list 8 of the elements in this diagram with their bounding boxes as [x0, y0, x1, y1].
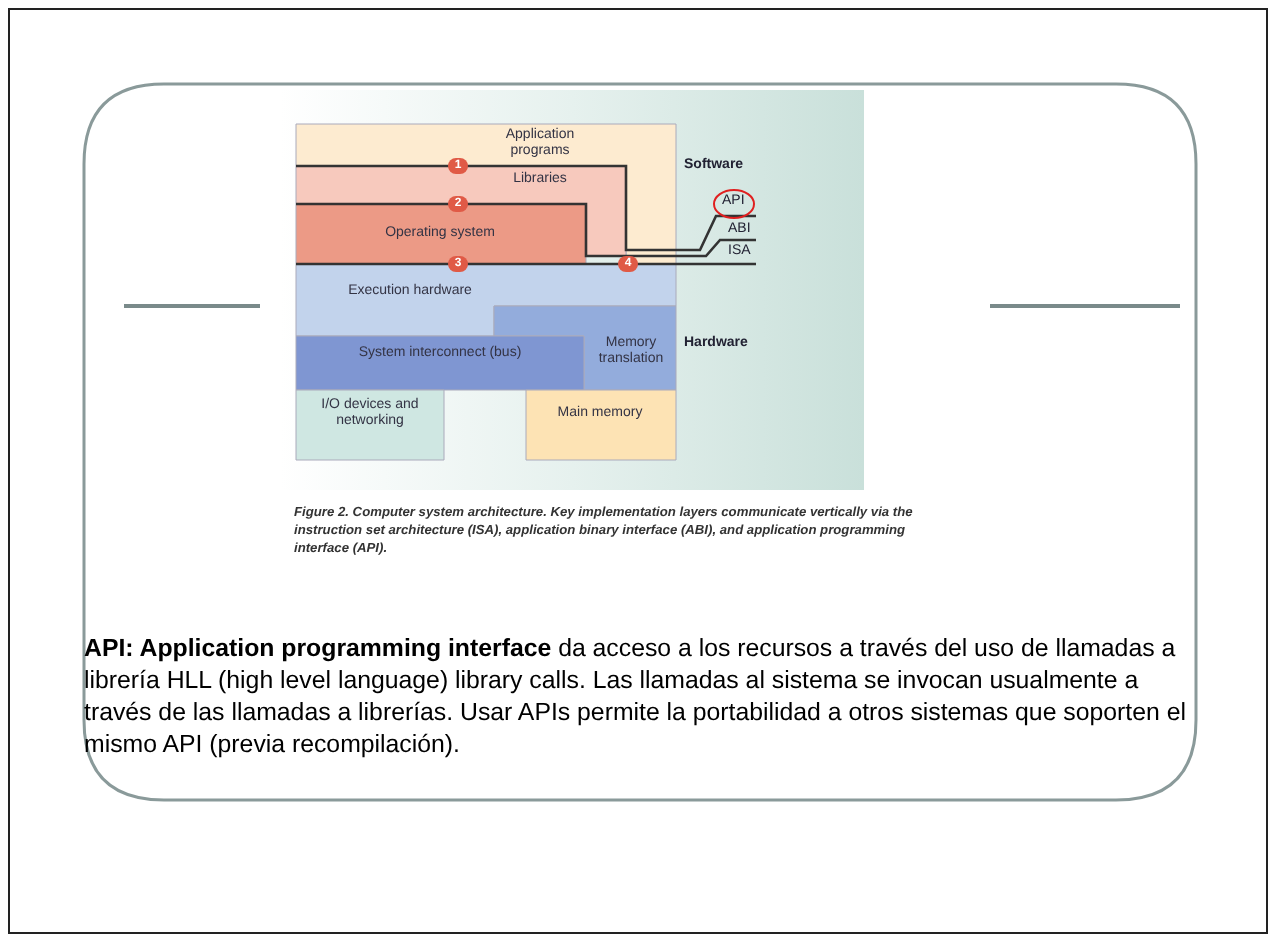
- layer-band: [296, 264, 676, 336]
- layer-band: [494, 306, 676, 390]
- layer-band: [296, 336, 584, 390]
- layer-band: [296, 124, 676, 264]
- component-box: [526, 390, 676, 460]
- component-box: [296, 390, 444, 460]
- layer-band: [296, 204, 586, 264]
- paragraph: API: Application programming interface da acceso a los recursos a través del uso de llamadas a librería HLL (high level language) library calls. Las llamadas al sistema se invocan usualmente a través de las llamadas a librerías. Usar APIs permite la portabilidad a otros sistemas que soporten el mismo API (previa recompilación).: [84, 632, 1188, 760]
